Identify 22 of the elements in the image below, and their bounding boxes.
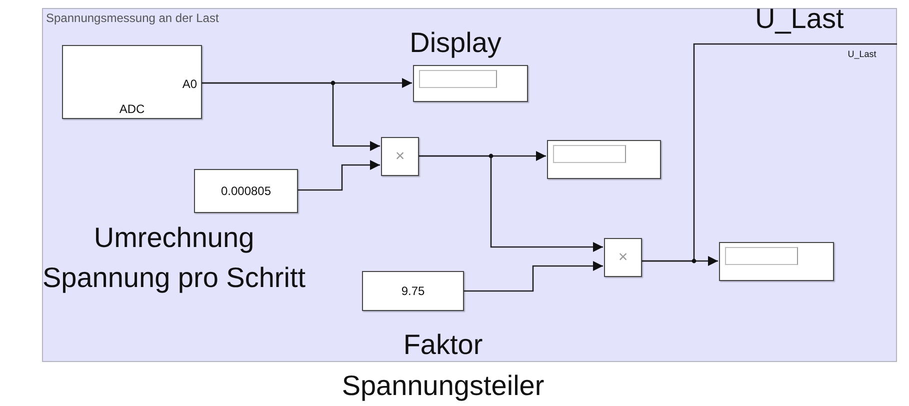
signal-line (641, 43, 897, 262)
block-name: ADC (118, 102, 146, 116)
product-block (604, 238, 642, 277)
product-block (381, 137, 419, 176)
signal-line (418, 155, 603, 252)
adc-block (62, 45, 202, 119)
annotation-text: Faktor Spannungsteiler (340, 328, 546, 403)
multiply-symbol: × (618, 248, 628, 266)
signal-name: U_Last (755, 3, 844, 35)
display-block (719, 242, 834, 281)
constant-value: 9.75 (401, 284, 425, 298)
display-block (547, 140, 661, 179)
signal-line (201, 82, 380, 151)
area-title: Spannungsmessung an der Last (46, 11, 219, 25)
constant-value: 0.000805 (220, 184, 272, 198)
annotation-text: Display (408, 26, 502, 60)
signal-line (297, 160, 380, 191)
annotation-text: Umrechnung Spannung pro Schritt (41, 221, 307, 295)
signal-line (463, 261, 603, 292)
multiply-symbol: × (395, 148, 405, 166)
edge-label: U_Last (846, 49, 878, 59)
port-label: A0 (182, 77, 197, 91)
